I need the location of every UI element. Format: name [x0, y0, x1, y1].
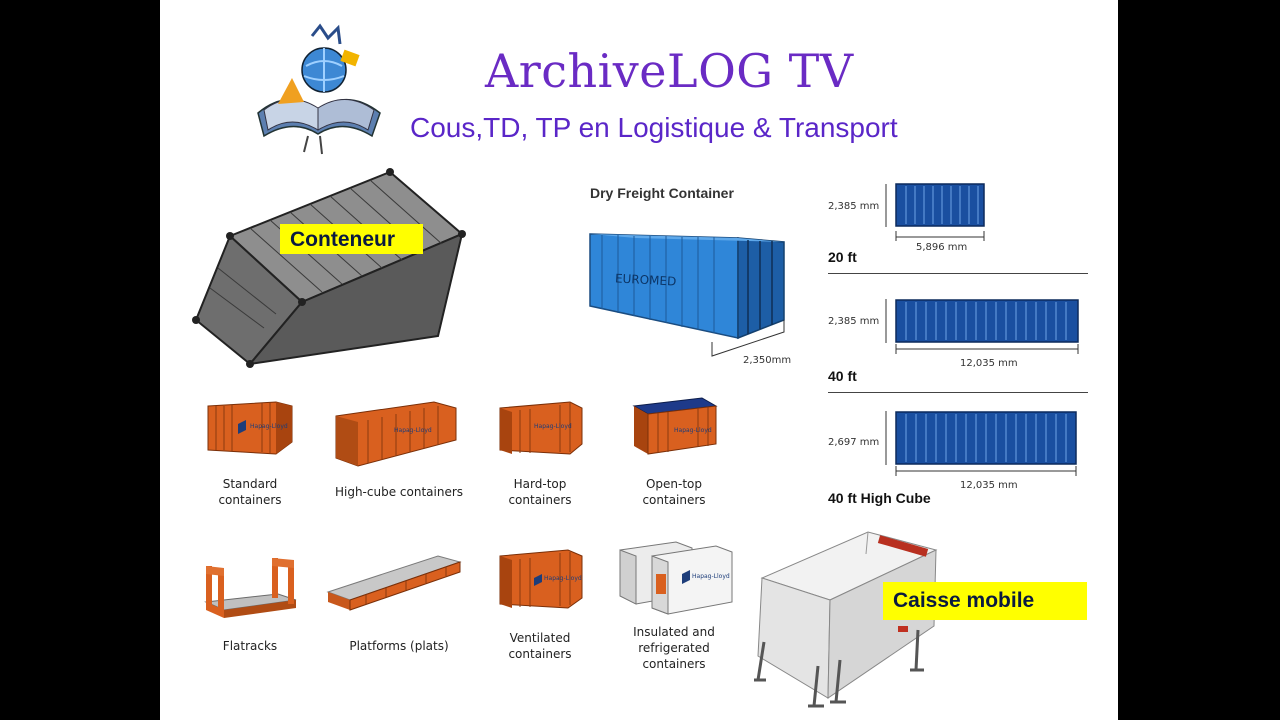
svg-text:Hapag-Lloyd: Hapag-Lloyd	[544, 575, 582, 582]
size-40hc-diagram	[885, 411, 1077, 476]
caption-platforms: Platforms (plats)	[349, 639, 449, 653]
size-20ft-height: 2,385 mm	[828, 201, 880, 212]
refrigerated-container-image: Hapag-Lloyd	[619, 541, 733, 615]
svg-text:Hapag-Lloyd: Hapag-Lloyd	[250, 423, 288, 430]
caption-hardtop: Hard-top containers	[508, 477, 572, 507]
dry-freight-title: Dry Freight Container	[590, 185, 734, 201]
page-title: ArchiveLOG TV	[485, 44, 854, 98]
svg-text:Hapag-Lloyd: Hapag-Lloyd	[692, 573, 730, 580]
size-40ft-diagram	[885, 299, 1079, 354]
size-40ft-length: 12,035 mm	[960, 358, 1018, 369]
size-20ft-label: 20 ft	[828, 249, 857, 265]
size-40ft-label: 40 ft	[828, 368, 857, 384]
dry-freight-width: 2,350mm	[743, 355, 792, 366]
caption-highcube: High-cube containers	[334, 485, 464, 499]
size-20ft-diagram	[885, 183, 985, 241]
size-40ft-height: 2,385 mm	[828, 316, 880, 327]
caption-ventilated: Ventilated containers	[508, 631, 572, 661]
platform-image	[326, 555, 462, 611]
opentop-container-image: Hapag-Lloyd	[632, 397, 718, 455]
svg-text:Hapag-Lloyd: Hapag-Lloyd	[534, 423, 572, 430]
slide: ArchiveLOG TV Cous,TD, TP en Logistique …	[160, 0, 1118, 720]
label-conteneur: Conteneur	[280, 224, 423, 254]
caption-opentop: Open-top containers	[642, 477, 706, 507]
logo-book-icon	[257, 23, 381, 155]
size-40hc-label: 40 ft High Cube	[828, 490, 931, 506]
grey-container-illustration	[192, 168, 466, 368]
caption-standard: Standard containers	[218, 477, 282, 507]
label-caisse-mobile: Caisse mobile	[883, 582, 1087, 620]
size-divider-2	[828, 392, 1088, 393]
size-40hc-height: 2,697 mm	[828, 437, 880, 448]
flatrack-image	[204, 558, 297, 618]
size-divider-1	[828, 273, 1088, 274]
standard-container-image: Hapag-Lloyd	[207, 401, 293, 455]
swap-body-illustration	[754, 531, 938, 708]
ventilated-container-image: Hapag-Lloyd	[499, 549, 583, 609]
caption-refrigerated: Insulated and refrigerated containers	[633, 625, 715, 671]
size-20ft-length: 5,896 mm	[916, 242, 968, 253]
svg-text:Hapag-Lloyd: Hapag-Lloyd	[674, 427, 712, 434]
page-subtitle: Cous,TD, TP en Logistique & Transport	[410, 112, 898, 143]
svg-text:Hapag-Lloyd: Hapag-Lloyd	[394, 427, 432, 434]
highcube-container-image: Hapag-Lloyd	[335, 401, 457, 467]
caption-flatracks: Flatracks	[222, 639, 278, 653]
size-40hc-length: 12,035 mm	[960, 480, 1018, 491]
hardtop-container-image: Hapag-Lloyd	[499, 401, 583, 455]
dry-freight-container-illustration	[589, 233, 785, 357]
